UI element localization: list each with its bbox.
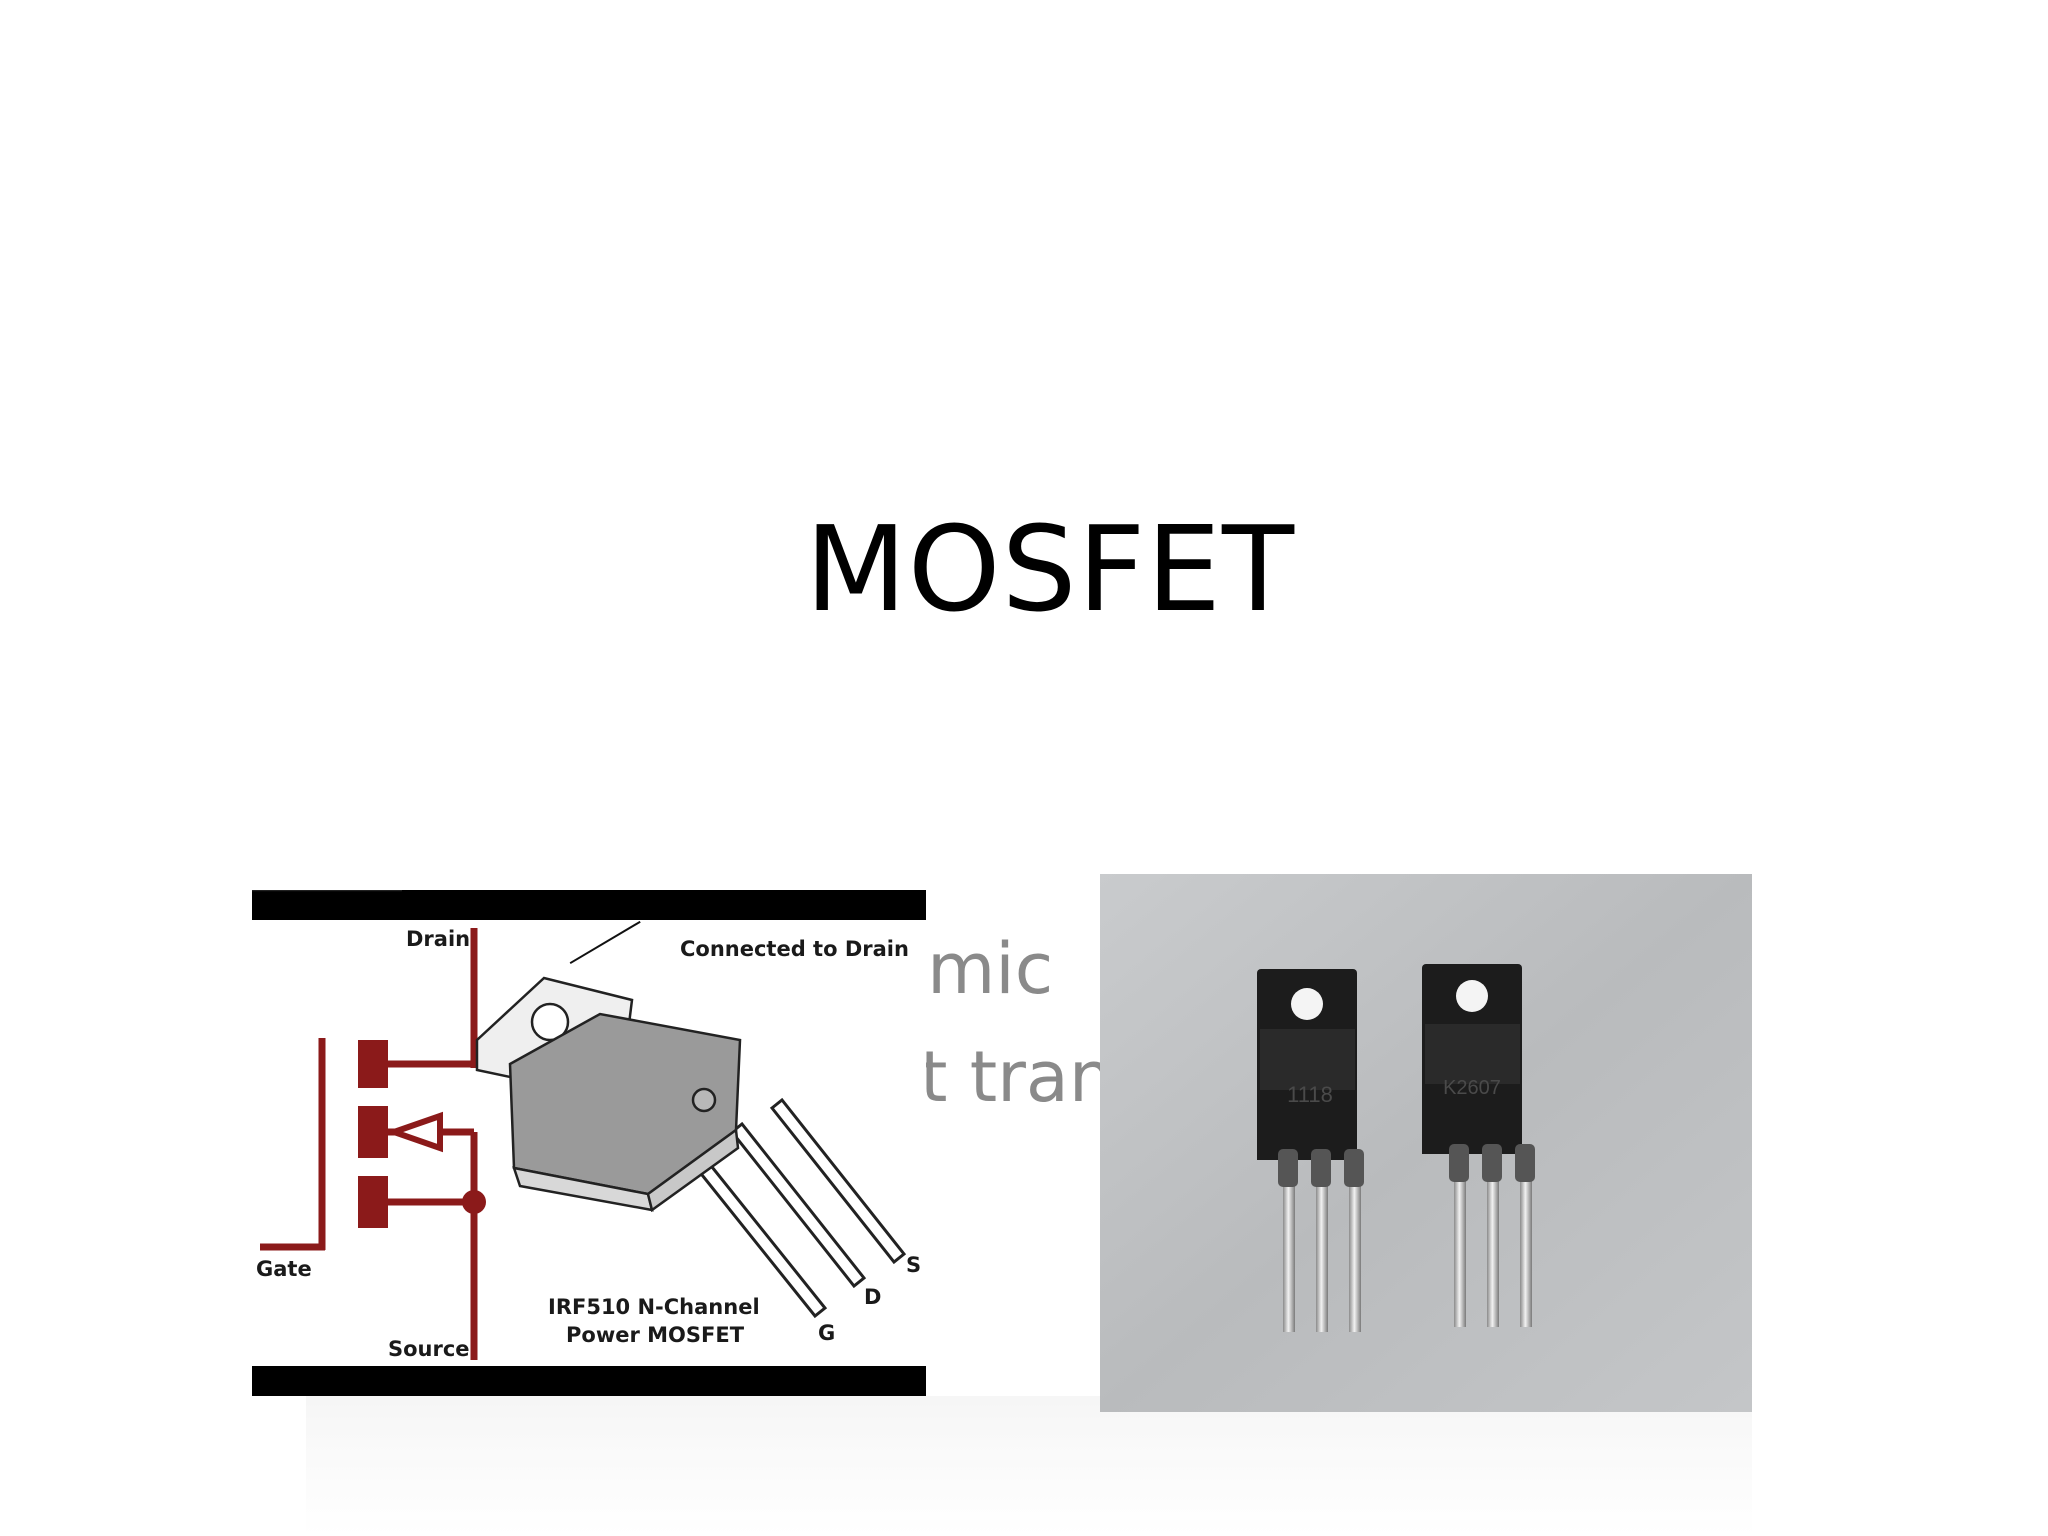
source-label: Source <box>388 1337 470 1361</box>
subtitle-line-1: emic <box>922 928 1054 1010</box>
part-number-line-1: IRF510 N-Channel <box>548 1295 760 1319</box>
right-marking: K2607 <box>1443 1077 1501 1099</box>
pin-g-label: G <box>818 1321 835 1345</box>
part-number-line-2: Power MOSFET <box>566 1323 745 1347</box>
background-fade <box>306 1396 1752 1536</box>
pin-s-label: S <box>906 1253 921 1277</box>
pin-d-label: D <box>864 1285 881 1309</box>
bottom-bar <box>252 1366 926 1396</box>
top-bar <box>252 890 926 920</box>
mosfet-diagram-image: Drain Gate Source Connected to Drain IRF… <box>252 890 926 1396</box>
drain-label: Drain <box>406 927 470 951</box>
mosfet-symbol-icon <box>260 928 486 1360</box>
transistor-left-icon <box>1257 969 1364 1332</box>
left-marking: 1118 <box>1287 1082 1333 1107</box>
gate-label: Gate <box>256 1257 312 1281</box>
slide-title: MOSFET <box>804 500 1296 638</box>
transistor-photo: 1118 K2607 <box>1100 874 1752 1412</box>
subtitle-text: emic t tran <box>922 915 1422 1115</box>
subtitle-line-2: t tran <box>922 1036 1114 1115</box>
connected-to-drain-label: Connected to Drain <box>680 937 909 961</box>
transistor-right-icon <box>1422 964 1535 1327</box>
to220-package-icon <box>252 890 907 1319</box>
